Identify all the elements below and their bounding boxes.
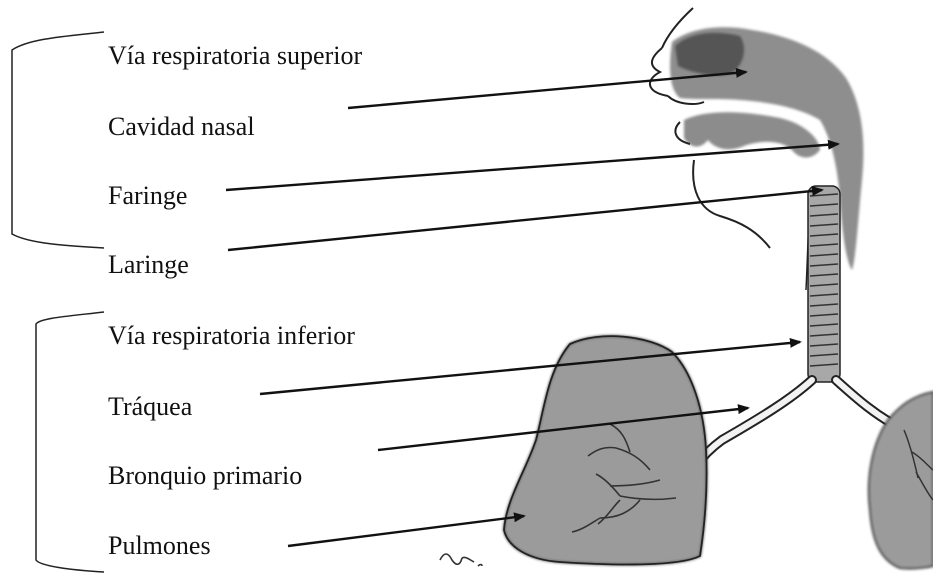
lower-airway-bracket bbox=[36, 312, 104, 572]
label-pharynx: Faringe bbox=[108, 181, 187, 211]
arrow-lungs bbox=[288, 516, 524, 546]
label-lungs: Pulmones bbox=[108, 531, 211, 561]
artist-signature bbox=[440, 554, 482, 566]
label-upper-airway: Vía respiratoria superior bbox=[108, 41, 362, 71]
label-nasal-cavity: Cavidad nasal bbox=[108, 112, 255, 142]
label-larynx: Laringe bbox=[108, 250, 189, 280]
left-lung-shape bbox=[504, 336, 707, 564]
upper-airway-bracket bbox=[12, 32, 104, 248]
label-lower-airway: Vía respiratoria inferior bbox=[108, 321, 355, 351]
lungs-illustration bbox=[504, 336, 933, 568]
label-trachea: Tráquea bbox=[108, 392, 192, 422]
label-primary-bronchus: Bronquio primario bbox=[108, 461, 302, 491]
arrow-pharynx bbox=[226, 144, 838, 190]
